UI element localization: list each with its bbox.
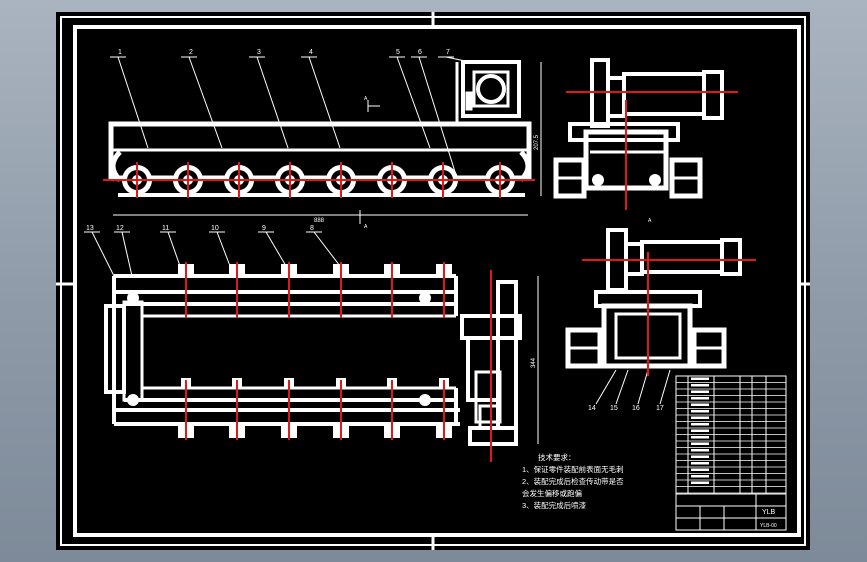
part-label-5: 5 (396, 49, 400, 56)
roller (127, 292, 139, 304)
bom-cell-text (691, 384, 709, 387)
part-label-9: 9 (262, 225, 266, 232)
part-label-12: 12 (116, 225, 124, 232)
bom-cell-text (691, 403, 709, 406)
section-label-a3: A (648, 218, 652, 224)
bom-cell-text (691, 442, 709, 445)
dim-overall-length: 888 (314, 218, 325, 224)
bom-cell-text (691, 449, 709, 452)
side-view-lower-centerlines (582, 252, 756, 376)
part-label-8: 8 (310, 225, 314, 232)
part-label-3: 3 (257, 49, 261, 56)
part-labels-side: 14 15 16 17 (588, 405, 664, 412)
side-view-upper-centerlines (566, 91, 738, 210)
section-label-a2: A (364, 96, 368, 102)
tech-req-line-2: 2、装配完成后检查传动带是否 (522, 476, 624, 486)
dim-height: 207.5 (534, 134, 540, 150)
roller (419, 292, 431, 304)
part-label-10: 10 (211, 225, 219, 232)
bom-cell-text (691, 410, 709, 413)
part-label-17: 17 (656, 405, 664, 412)
part-label-13: 13 (86, 225, 94, 232)
roller (419, 394, 431, 406)
drawing-border (56, 12, 810, 550)
part-label-16: 16 (632, 405, 640, 412)
bom-cell-text (691, 416, 709, 419)
part-label-1: 1 (118, 49, 122, 56)
part-label-14: 14 (588, 405, 596, 412)
bom-cell-text (691, 423, 709, 426)
bom-cell-text (691, 436, 709, 439)
bom-cell-text (691, 377, 709, 380)
part-labels-top: 1 2 3 4 5 6 7 (118, 49, 450, 56)
part-label-6: 6 (418, 49, 422, 56)
part-label-15: 15 (610, 405, 618, 412)
bom-cell-text (691, 455, 709, 458)
bom-cell-text (691, 397, 709, 400)
bom-cell-text (691, 481, 709, 484)
bom-cell-text (691, 475, 709, 478)
bom-cell-text (691, 462, 709, 465)
bom-cell-text (691, 390, 709, 393)
part-label-4: 4 (309, 49, 313, 56)
front-elevation-view (108, 56, 542, 224)
part-label-2: 2 (189, 49, 193, 56)
tech-req-line-3: 会发生偏移或跑偏 (522, 488, 582, 498)
tech-req-line-4: 3、装配完成后喷漆 (522, 500, 587, 510)
bom-cell-text (691, 429, 709, 432)
title-block-sub: YLB-00 (760, 523, 777, 529)
bom-rows (676, 377, 786, 494)
part-label-7: 7 (446, 49, 450, 56)
part-labels-plan: 13 12 11 10 9 8 (86, 225, 314, 232)
plan-bearing-group (127, 262, 452, 440)
roller (127, 394, 139, 406)
part-label-11: 11 (162, 225, 169, 232)
title-block (675, 493, 787, 531)
title-block-name: YLB (762, 509, 776, 516)
technical-requirements: 技术要求： 1、保证零件装配前表面无毛刺 2、装配完成后检查传动带是否 会发生偏… (522, 452, 624, 510)
tech-req-line-1: 1、保证零件装配前表面无毛刺 (522, 464, 624, 474)
section-label-a1: A (364, 224, 368, 230)
tech-req-heading: 技术要求： (538, 452, 576, 462)
bom-cell-text (691, 468, 709, 471)
dim-plan-width: 344 (531, 357, 537, 368)
